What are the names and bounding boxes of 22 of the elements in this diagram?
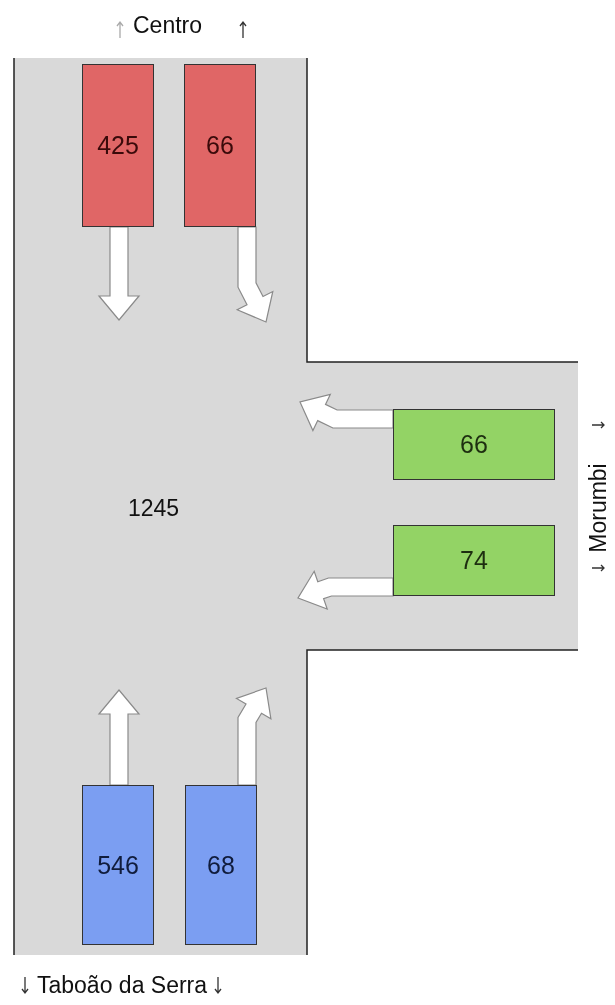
- block-arrow: [297, 569, 394, 611]
- block-arrow: [299, 393, 394, 432]
- count-value: 425: [97, 131, 139, 160]
- count-value: 546: [97, 850, 139, 880]
- road-name: Centro: [133, 12, 203, 39]
- block-arrow: [97, 689, 141, 786]
- traffic-count-box: [185, 785, 257, 945]
- block-arrow: [235, 687, 272, 786]
- traffic-count-box: [393, 409, 555, 480]
- block-arrow: [97, 226, 141, 321]
- traffic-count-box: [184, 64, 256, 227]
- traffic-count-box: [82, 64, 154, 227]
- count-value: 66: [206, 131, 234, 160]
- block-arrow: [235, 226, 274, 323]
- count-value: 66: [460, 430, 488, 459]
- count-value: 68: [207, 850, 235, 880]
- traffic-count-box: [82, 785, 154, 945]
- traffic-count-box: [393, 525, 555, 596]
- road-name: Morumbi: [584, 463, 612, 553]
- road-name: Taboão da Serra: [37, 972, 208, 999]
- total-count: 1245: [128, 495, 180, 522]
- count-value: 74: [460, 546, 488, 575]
